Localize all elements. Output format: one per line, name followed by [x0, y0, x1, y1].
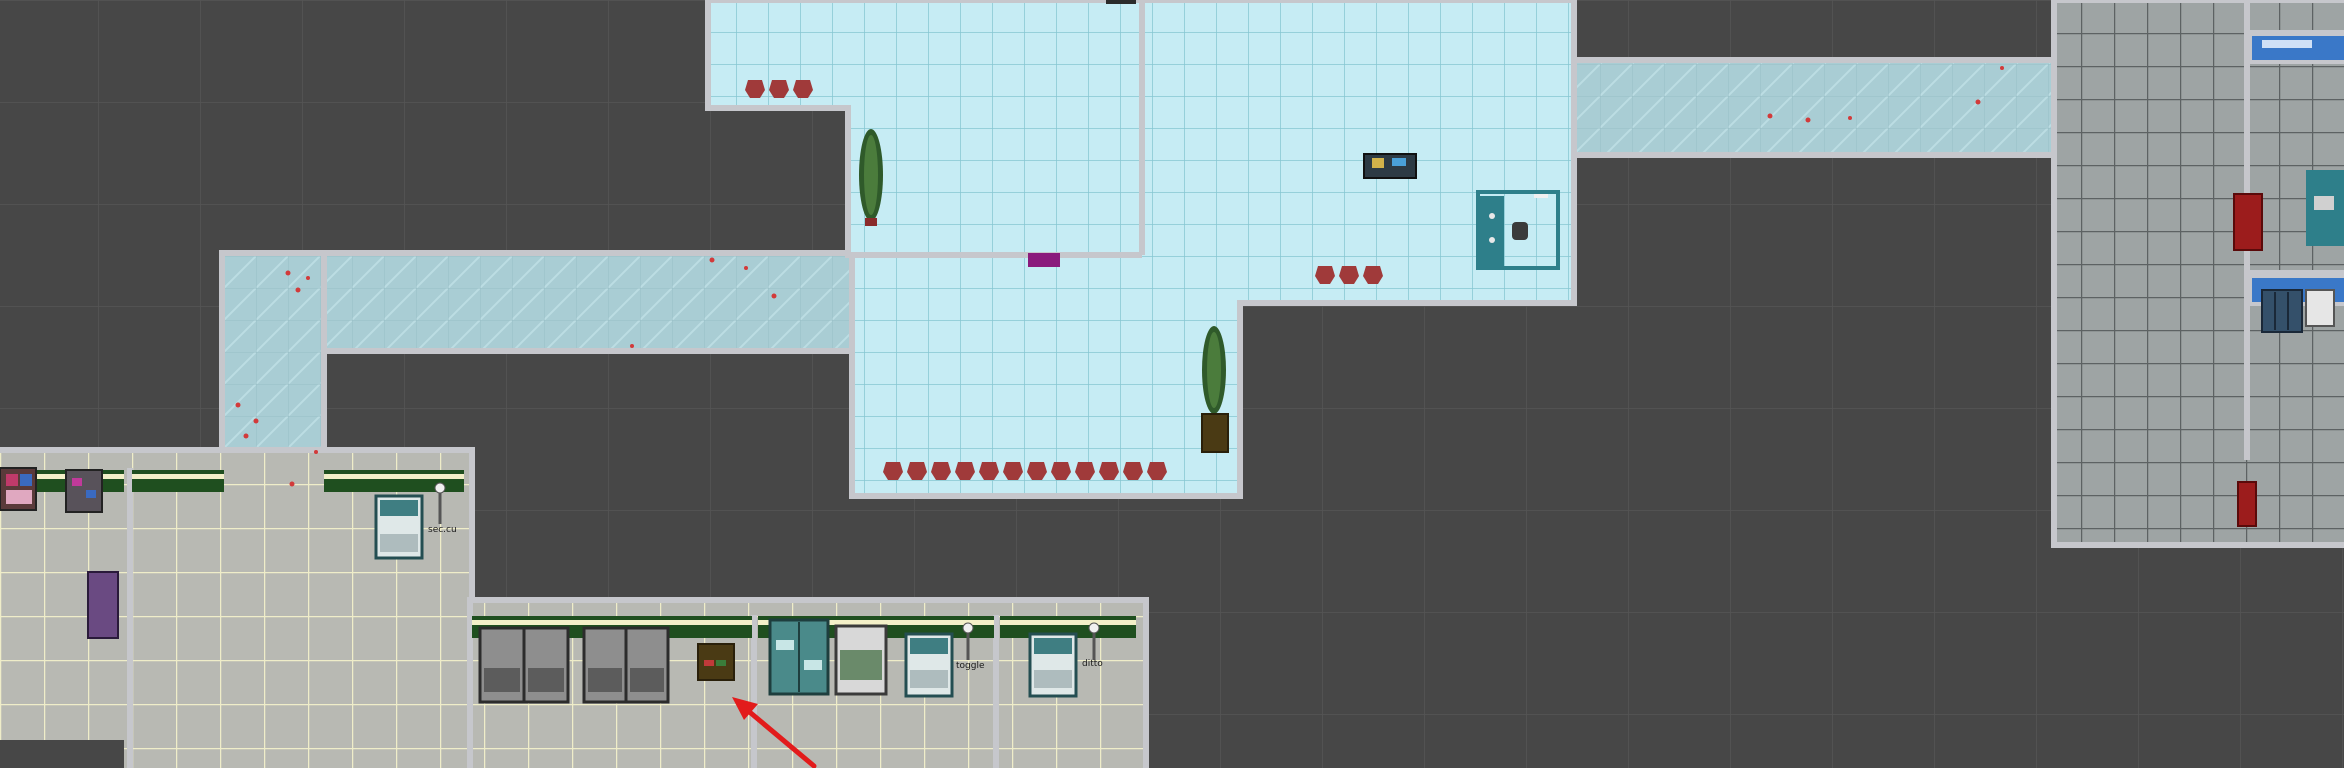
medical-scanner[interactable]: [1476, 190, 1560, 270]
bed-tag-mid: toggle: [956, 661, 985, 671]
supply-crate[interactable]: [697, 643, 735, 681]
chem-dispenser-pair-1[interactable]: [478, 626, 570, 704]
computer-console[interactable]: [1363, 153, 1417, 179]
security-lockers[interactable]: [2261, 289, 2335, 333]
blood-splatters: [235, 66, 2004, 487]
waiting-chairs-row-bottom[interactable]: [883, 462, 1167, 480]
red-locker-north[interactable]: [2233, 193, 2263, 251]
potted-plant-south[interactable]: [1201, 326, 1229, 453]
pointer-arrow: [732, 697, 817, 768]
vending-machine-west[interactable]: [0, 467, 37, 511]
security-wing-floor[interactable]: [2051, 0, 2344, 548]
glass-corridor-east[interactable]: [1569, 57, 2061, 158]
medical-bed-2[interactable]: [904, 632, 954, 698]
medical-bed-3[interactable]: [1028, 632, 1078, 698]
red-locker-south[interactable]: [2237, 481, 2257, 527]
door-stub: [1106, 0, 1136, 4]
supply-shelf-west[interactable]: [65, 469, 103, 513]
potted-plant-north[interactable]: [859, 129, 883, 226]
medical-bed-1[interactable]: [374, 494, 424, 560]
medical-lobby-floor[interactable]: [705, 0, 1577, 499]
iv-stand-1[interactable]: [434, 482, 446, 524]
purple-item[interactable]: [1028, 253, 1060, 267]
security-console-east[interactable]: [2306, 170, 2344, 246]
medical-fridge[interactable]: [768, 618, 830, 696]
waiting-chairs-row-top[interactable]: [745, 80, 813, 98]
iv-stand-2[interactable]: [962, 622, 974, 660]
iv-stand-3[interactable]: [1088, 622, 1100, 660]
purple-locker[interactable]: [87, 571, 119, 639]
chem-dispenser-pair-2[interactable]: [582, 626, 670, 704]
medical-cabinet[interactable]: [834, 624, 888, 696]
bed-tag-left: sec.cu: [428, 525, 457, 535]
waiting-chairs-row-east[interactable]: [1315, 266, 1383, 284]
bed-tag-right: ditto: [1082, 659, 1103, 669]
